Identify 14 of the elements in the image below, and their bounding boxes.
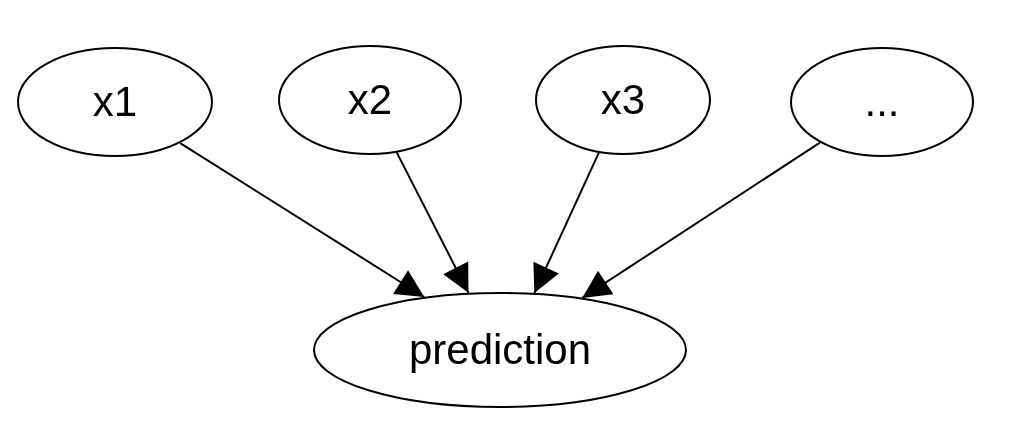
arrow	[395, 151, 470, 294]
ellipse-node	[790, 47, 974, 157]
node-label: prediction	[408, 326, 592, 374]
arrow	[533, 151, 600, 294]
node-label: x2	[347, 76, 393, 124]
ellipse-node	[17, 47, 213, 157]
node-label: x1	[92, 78, 138, 126]
ellipse-node	[278, 45, 462, 155]
arrow	[581, 141, 821, 299]
ellipse-node	[313, 292, 687, 408]
ellipse-node	[535, 45, 711, 155]
node-label: x3	[600, 76, 646, 124]
arrow	[179, 142, 426, 298]
node-label: ...	[864, 78, 900, 126]
